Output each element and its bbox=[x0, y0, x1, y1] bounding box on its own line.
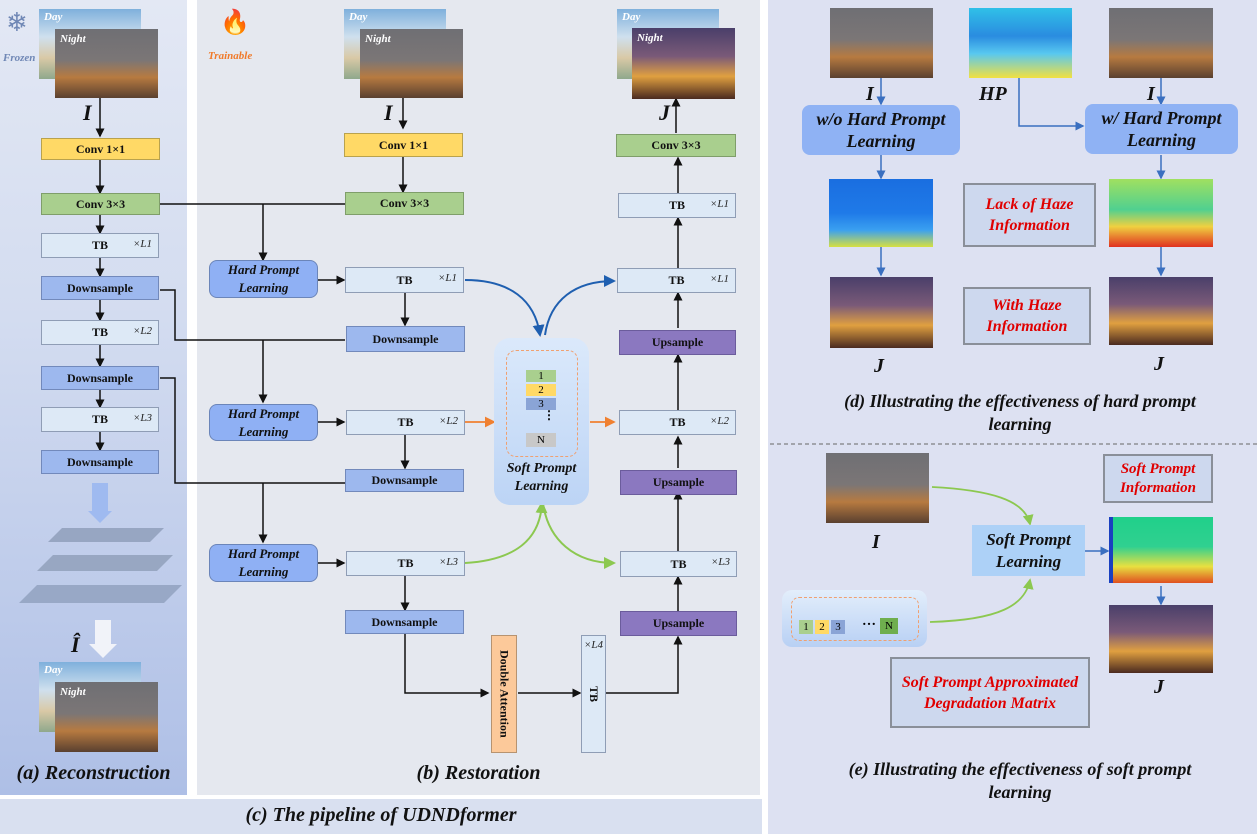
soft-prompt-module: 1 2 3 ⋮ N Soft Prompt Learning bbox=[494, 338, 589, 505]
haze-map-with bbox=[1109, 179, 1213, 247]
conv1x1-block: Conv 1×1 bbox=[344, 133, 463, 157]
conv3x3-block: Conv 3×3 bbox=[345, 192, 464, 215]
night-image: Night bbox=[55, 682, 158, 752]
frozen-label: Frozen bbox=[3, 52, 36, 64]
tb-block-l1: TB×L1 bbox=[41, 233, 159, 258]
upsample-block-2: Upsample bbox=[620, 470, 737, 495]
tb-decoder-l3: TB×L3 bbox=[620, 551, 737, 577]
restored-image: Night bbox=[632, 28, 735, 99]
callout-with-haze: With Haze Information bbox=[963, 287, 1091, 345]
tb-block-l3: TB×L3 bbox=[346, 551, 465, 576]
tb-block-l3: TB×L3 bbox=[41, 407, 159, 432]
haze-map-without bbox=[829, 179, 933, 247]
tb-block-l2: TB×L2 bbox=[41, 320, 159, 345]
soft-prompt-output bbox=[1109, 605, 1213, 673]
hazy-input-image bbox=[826, 453, 929, 523]
downsample-block-2: Downsample bbox=[345, 469, 464, 492]
hazy-input-image bbox=[1109, 8, 1213, 78]
latent-slab-1 bbox=[48, 528, 164, 542]
prompt-2: 2 bbox=[815, 620, 829, 634]
callout-degradation-matrix: Soft Prompt Approximated Degradation Mat… bbox=[890, 657, 1090, 728]
with-hard-prompt-box: w/ Hard Prompt Learning bbox=[1085, 104, 1238, 154]
soft-prompt-label: Soft Prompt Learning bbox=[506, 461, 577, 494]
tb-decoder-l1-b: TB×L1 bbox=[617, 268, 736, 293]
ellipsis: … bbox=[862, 614, 876, 629]
output-symbol: J bbox=[659, 100, 670, 125]
hard-prompt-learning-1: Hard Prompt Learning bbox=[209, 260, 318, 298]
tb-block-l1: TB×L1 bbox=[345, 267, 464, 293]
downsample-block-2: Downsample bbox=[41, 366, 159, 390]
output-symbol: J bbox=[1154, 353, 1164, 375]
caption-reconstruction: (a) Reconstruction bbox=[16, 762, 171, 784]
snowflake-icon: ❄ bbox=[6, 8, 28, 37]
downsample-block-1: Downsample bbox=[346, 326, 465, 352]
tb-decoder-l1-a: TB×L1 bbox=[618, 193, 736, 218]
prompt-matrix-module: 1 2 3 … N bbox=[782, 590, 927, 647]
caption-pipeline: (c) The pipeline of UDNDformer bbox=[245, 804, 517, 826]
prompt-2: 2 bbox=[526, 384, 556, 396]
prompt-3: 3 bbox=[831, 620, 845, 634]
downsample-block-1: Downsample bbox=[41, 276, 159, 300]
conv3x3-block: Conv 3×3 bbox=[41, 193, 160, 215]
downsample-block-3: Downsample bbox=[345, 610, 464, 634]
conv1x1-block: Conv 1×1 bbox=[41, 138, 160, 160]
flame-icon: 🔥 bbox=[220, 10, 250, 36]
conv3x3-output-block: Conv 3×3 bbox=[616, 134, 736, 157]
hard-prompt-learning-2: Hard Prompt Learning bbox=[209, 404, 318, 441]
input-symbol: I bbox=[866, 83, 874, 105]
prompt-container bbox=[506, 350, 578, 457]
output-with bbox=[1109, 277, 1213, 345]
input-symbol: I bbox=[1147, 83, 1155, 105]
output-symbol: J bbox=[874, 355, 884, 377]
latent-slab-2 bbox=[37, 555, 173, 571]
reconstructed-symbol: Î bbox=[71, 632, 80, 657]
night-image: Night bbox=[360, 29, 463, 98]
latent-slab-3 bbox=[19, 585, 182, 603]
callout-lack-of-haze: Lack of Haze Information bbox=[963, 183, 1096, 247]
hazy-input-image bbox=[830, 8, 933, 78]
input-symbol: I bbox=[384, 100, 393, 125]
prompt-3: 3 bbox=[526, 398, 556, 410]
night-image: Night bbox=[55, 29, 158, 98]
hard-prompt-map bbox=[969, 8, 1072, 78]
hard-prompt-learning-3: Hard Prompt Learning bbox=[209, 544, 318, 582]
down-arrow-icon bbox=[92, 483, 108, 511]
trainable-label: Trainable bbox=[208, 50, 253, 62]
callout-soft-prompt-info: Soft Prompt Information bbox=[1103, 454, 1213, 503]
output-symbol: J bbox=[1154, 676, 1164, 698]
prompt-1: 1 bbox=[799, 620, 813, 634]
tb-block-l2: TB×L2 bbox=[346, 410, 465, 435]
ellipsis: ⋮ bbox=[543, 408, 555, 422]
without-hard-prompt-box: w/o Hard Prompt Learning bbox=[802, 105, 960, 155]
double-attention-block: Double Attention bbox=[491, 635, 517, 753]
caption-soft-prompt: (e) Illustrating the effectiveness of so… bbox=[848, 759, 1192, 802]
downsample-block-3: Downsample bbox=[41, 450, 159, 474]
caption-hard-prompt: (d) Illustrating the effectiveness of ha… bbox=[844, 391, 1196, 434]
input-symbol: I bbox=[872, 531, 880, 553]
input-symbol: I bbox=[83, 100, 92, 125]
tb-block-l4: TB×L4 bbox=[581, 635, 606, 753]
tb-decoder-l2: TB×L2 bbox=[619, 410, 736, 435]
output-without bbox=[830, 277, 933, 348]
hp-symbol: HP bbox=[979, 83, 1007, 105]
prompt-1: 1 bbox=[526, 370, 556, 382]
upsample-block-1: Upsample bbox=[619, 330, 736, 355]
soft-prompt-learning-box: Soft Prompt Learning bbox=[972, 525, 1085, 576]
pipeline-caption-bar bbox=[0, 799, 762, 834]
soft-prompt-map bbox=[1109, 517, 1213, 583]
prompt-n: N bbox=[880, 618, 898, 634]
restoration-panel bbox=[197, 0, 760, 795]
upsample-block-3: Upsample bbox=[620, 611, 737, 636]
prompt-n: N bbox=[526, 433, 556, 447]
caption-restoration: (b) Restoration bbox=[416, 762, 541, 784]
down-arrow-icon bbox=[95, 620, 111, 644]
